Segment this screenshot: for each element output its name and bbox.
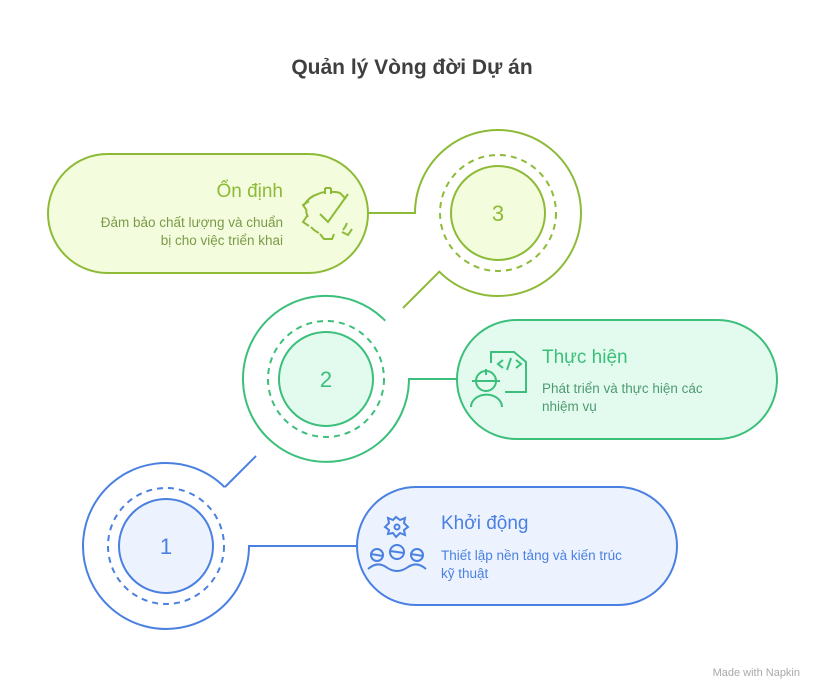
stage-3-desc-line-1: Đảm bảo chất lượng và chuẩn — [101, 215, 283, 230]
stage-3-number: 3 — [492, 201, 504, 226]
stage-3: 3 Ổn định Đảm bảo chất lượng và chuẩn bị… — [47, 129, 582, 309]
stage-2-heading: Thực hiện — [542, 347, 628, 368]
connector-1-2 — [224, 455, 257, 488]
stage-2-badge — [278, 331, 374, 427]
stage-2-card — [456, 319, 778, 440]
stage-2-desc-line-2: nhiệm vụ — [542, 399, 597, 414]
stage-1: 1 Khởi động Thiết lập nền tảng và kiến t… — [82, 462, 678, 630]
stage-1-ring — [82, 462, 357, 630]
stage-1-number: 1 — [160, 534, 172, 559]
stage-3-desc-line-2: bị cho việc triển khai — [161, 233, 283, 248]
team-gear-icon — [367, 515, 427, 572]
stage-1-card — [356, 486, 678, 606]
stage-1-desc-line-2: kỹ thuật — [441, 566, 489, 581]
stage-2-desc-line-1: Phát triển và thực hiện các — [542, 381, 703, 396]
developer-code-icon — [470, 351, 527, 408]
stage-2-ring — [242, 294, 457, 463]
stage-1-dashed-ring — [107, 487, 225, 605]
stage-2: 2 Thực hiện Phát triển và thực hiện các … — [224, 294, 778, 488]
stage-3-card — [47, 153, 369, 274]
stage-3-heading: Ổn định — [216, 180, 283, 202]
stage-3-ring — [368, 129, 582, 309]
stage-1-heading: Khởi động — [441, 513, 528, 534]
stage-1-desc-line-1: Thiết lập nền tảng và kiến trúc — [441, 548, 622, 563]
footer-credit: Made with Napkin — [713, 667, 800, 679]
stage-2-number: 2 — [320, 367, 332, 392]
stage-3-dashed-ring — [439, 154, 557, 272]
page-title: Quản lý Vòng đời Dự án — [291, 56, 532, 79]
stage-1-badge — [118, 498, 214, 594]
stage-2-dashed-ring — [267, 320, 385, 438]
gear-check-icon — [301, 187, 353, 240]
stage-3-badge — [450, 165, 546, 261]
